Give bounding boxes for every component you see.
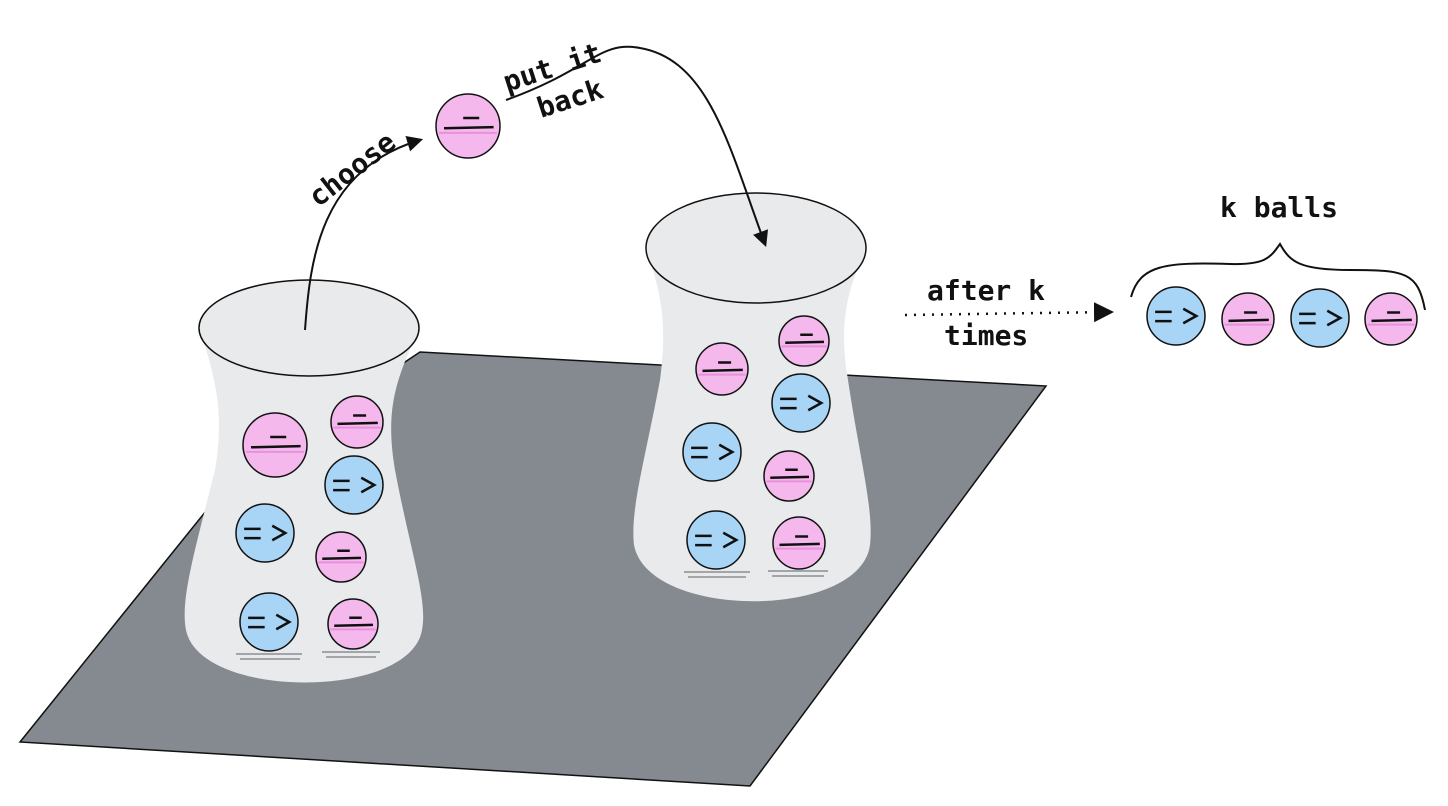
pink-ball bbox=[315, 531, 367, 583]
pink-ball bbox=[1364, 292, 1418, 346]
pink-ball bbox=[330, 395, 384, 449]
blue-ball bbox=[1290, 288, 1350, 348]
blue-ball bbox=[324, 455, 384, 515]
left-vase bbox=[184, 279, 424, 683]
choose-label: choose bbox=[302, 125, 402, 213]
floor-plane bbox=[18, 351, 1048, 787]
blue-ball bbox=[1146, 286, 1206, 346]
right-vase-balls bbox=[682, 315, 831, 578]
pink-ball bbox=[778, 315, 830, 367]
right-vase bbox=[633, 192, 871, 602]
pink-ball bbox=[763, 450, 815, 502]
pink-ball bbox=[327, 598, 379, 650]
blue-ball bbox=[686, 510, 746, 570]
pink-ball bbox=[435, 93, 501, 159]
blue-ball bbox=[682, 422, 742, 482]
left-vase-balls bbox=[235, 395, 384, 660]
times-label: times bbox=[944, 319, 1028, 352]
after-k-label: after k bbox=[927, 274, 1045, 307]
chosen-ball bbox=[435, 93, 501, 159]
after-k-times-arrow bbox=[904, 302, 1114, 323]
choose-arrow bbox=[304, 136, 424, 331]
k-balls-brace bbox=[1130, 242, 1426, 311]
k-balls-label: k balls bbox=[1220, 191, 1338, 224]
blue-ball bbox=[771, 373, 831, 433]
pink-ball bbox=[772, 516, 826, 570]
blue-ball bbox=[235, 503, 295, 563]
blue-ball bbox=[239, 592, 299, 652]
right-vase-rim bbox=[645, 192, 867, 304]
ball-sequence bbox=[1146, 286, 1418, 348]
pink-ball bbox=[1221, 292, 1275, 346]
put-back-arrow bbox=[505, 45, 769, 247]
left-vase-rim bbox=[198, 279, 420, 377]
pink-ball bbox=[242, 412, 308, 478]
pink-ball bbox=[695, 342, 749, 396]
